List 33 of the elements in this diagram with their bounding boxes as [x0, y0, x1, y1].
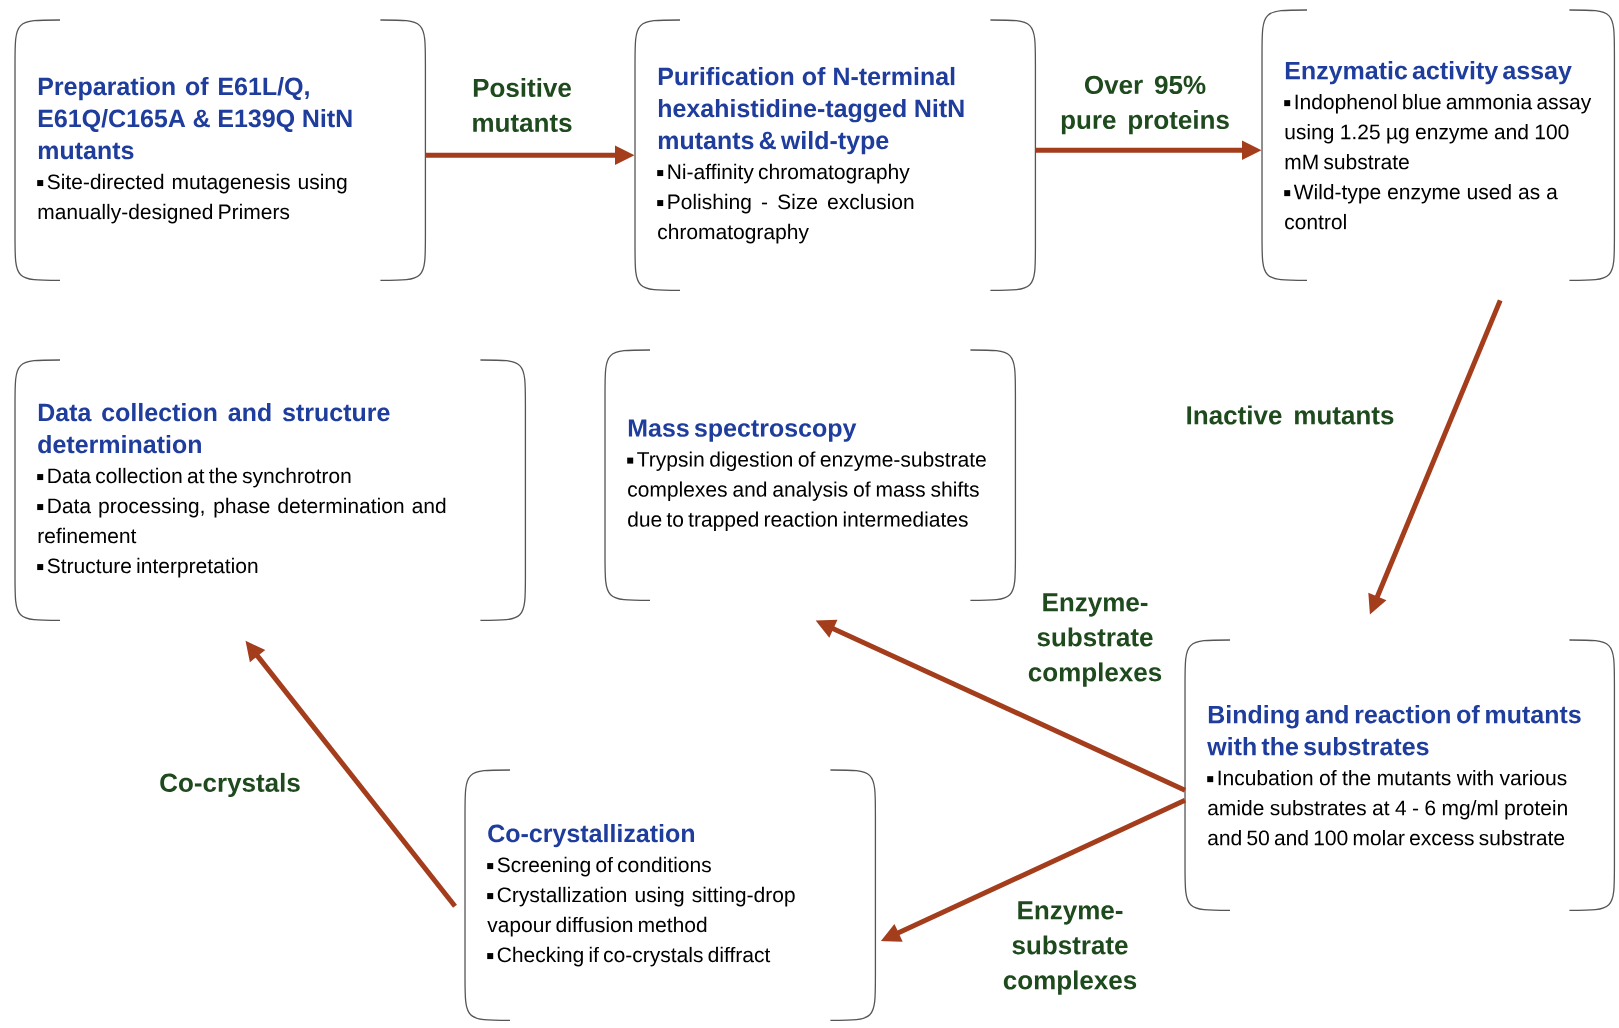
process-box	[14, 359, 527, 622]
bullet-item: Screening of conditions	[487, 856, 711, 877]
edge-label: Enzyme-substrate complexes	[1028, 593, 1162, 687]
box-title: Binding and reaction of mutants with the substrates	[1207, 705, 1581, 756]
box-title: Enzymatic activity assay	[1285, 61, 1572, 85]
box-title: Co-crystallization	[488, 823, 695, 848]
bullet-item: Incubation of the mutants with various amide substrates at 4 - 6 mg/ml protein and 50 and 100 molar excess substrate	[1207, 769, 1567, 846]
edge-label: Inactive mutants	[1187, 405, 1394, 425]
box-title: Preparation of E61L/Q, E61Q/C165A & E139Q NitN mutants	[38, 76, 352, 160]
edge-label: Over 95% pure proteins	[1061, 75, 1229, 135]
bullet-item: Trypsin digestion of enzyme-substrate complexes and analysis of mass shifts due to trapped reaction intermediates	[627, 451, 986, 531]
bullet-item: Ni-affinity chromatography	[657, 163, 910, 184]
box-title: Mass spectroscopy	[628, 419, 857, 442]
process-box	[464, 769, 877, 1022]
bullet-item: Wild-type enzyme used as a control	[1284, 183, 1558, 230]
edge-label: Positive mutants	[473, 77, 572, 133]
edge-label: Co-crystals	[160, 772, 300, 798]
bullet-item: Polishing - Size exclusion chromatography	[657, 193, 914, 244]
bullet-item: Structure interpretation	[37, 557, 258, 578]
process-box	[1184, 639, 1616, 912]
box-title: Purification of N-terminal hexahistidine-tagged NitN mutants & wild-type	[658, 66, 964, 155]
process-box	[14, 19, 427, 282]
bullet-item: Data collection at the synchrotron	[37, 467, 351, 488]
bullet-item: Data processing, phase determination and refinement	[37, 497, 446, 544]
edge-label: Enzyme-substrate complexes	[1003, 901, 1137, 995]
bullet-item: Checking if co-crystals diffract	[487, 946, 771, 967]
box-title: Data collection and structure determination	[38, 402, 390, 454]
bullet-item: Site-directed mutagenesis using manually-designed Primers	[37, 173, 347, 224]
process-box	[634, 19, 1037, 292]
process-box	[1261, 9, 1616, 282]
bullet-item: Crystallization using sitting-drop vapour diffusion method	[487, 886, 795, 937]
process-box	[604, 349, 1017, 602]
bullet-item: Indophenol blue ammonia assay using 1.25 µg enzyme and 100 mM substrate	[1284, 93, 1592, 170]
